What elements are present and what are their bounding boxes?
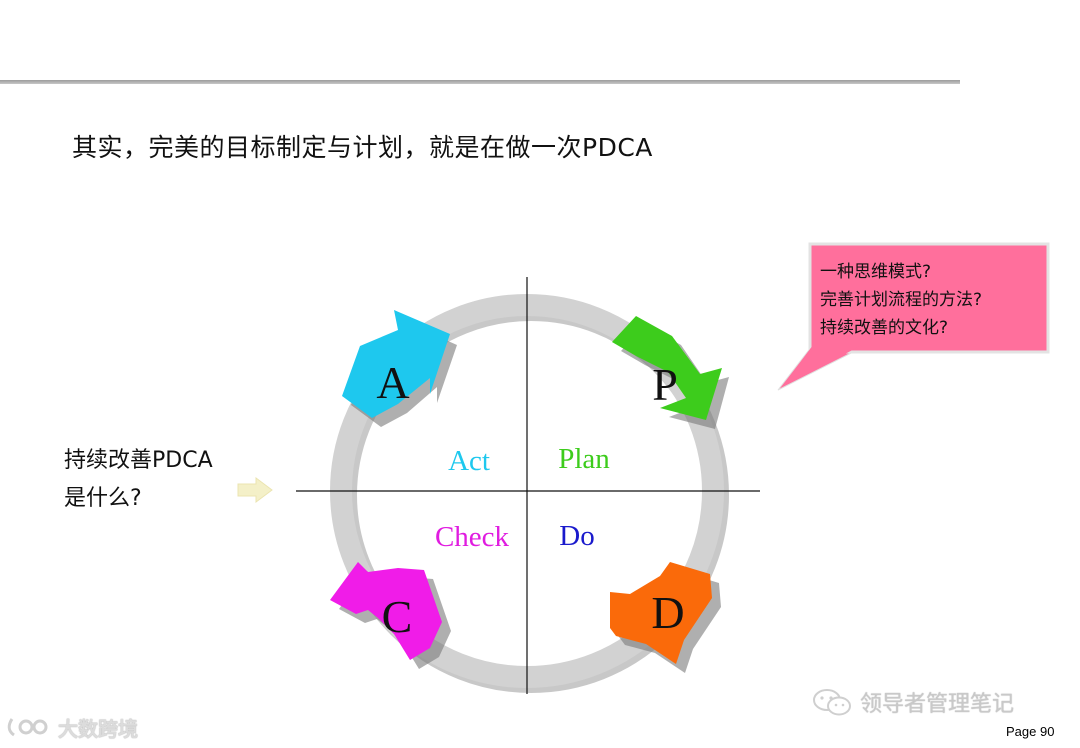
quadrant-plan: Plan (558, 443, 610, 475)
callout-box (777, 242, 1050, 391)
arrow-p (612, 316, 729, 429)
wechat-icon (813, 689, 851, 716)
arrow-d (610, 562, 721, 673)
arrow-c (330, 562, 451, 669)
quadrant-act: Act (448, 445, 490, 477)
watermark-left-text: 大数跨境 (58, 716, 138, 741)
letter-c: C (382, 591, 413, 642)
callout-line-3: 持续改善的文化? (820, 318, 949, 338)
callout-line-1: 一种思维模式? (820, 262, 932, 282)
letter-a: A (376, 357, 409, 408)
side-question-line-2: 是什么? (64, 486, 142, 511)
callout-line-2: 完善计划流程的方法? (820, 290, 983, 310)
callout-text: 一种思维模式? 完善计划流程的方法? 持续改善的文化? (820, 258, 982, 342)
chevron-right-icon (237, 477, 273, 503)
letter-d: D (651, 587, 684, 638)
letter-p: P (652, 359, 678, 410)
watermark-left: 大数跨境 (6, 712, 138, 742)
page-title: 其实，完美的目标制定与计划，就是在做一次PDCA (72, 133, 653, 162)
logo-icon (7, 718, 48, 737)
side-question-line-1: 持续改善PDCA (64, 448, 213, 473)
page-number: Page 90 (1006, 724, 1055, 739)
quadrant-do: Do (559, 520, 594, 552)
watermark-right: 领导者管理笔记 (812, 685, 1014, 719)
watermark-right-text: 领导者管理笔记 (860, 692, 1015, 717)
top-divider (0, 80, 960, 84)
quadrant-check: Check (435, 521, 510, 553)
arrow-a (342, 310, 457, 427)
side-question: 持续改善PDCA 是什么? (64, 442, 213, 518)
